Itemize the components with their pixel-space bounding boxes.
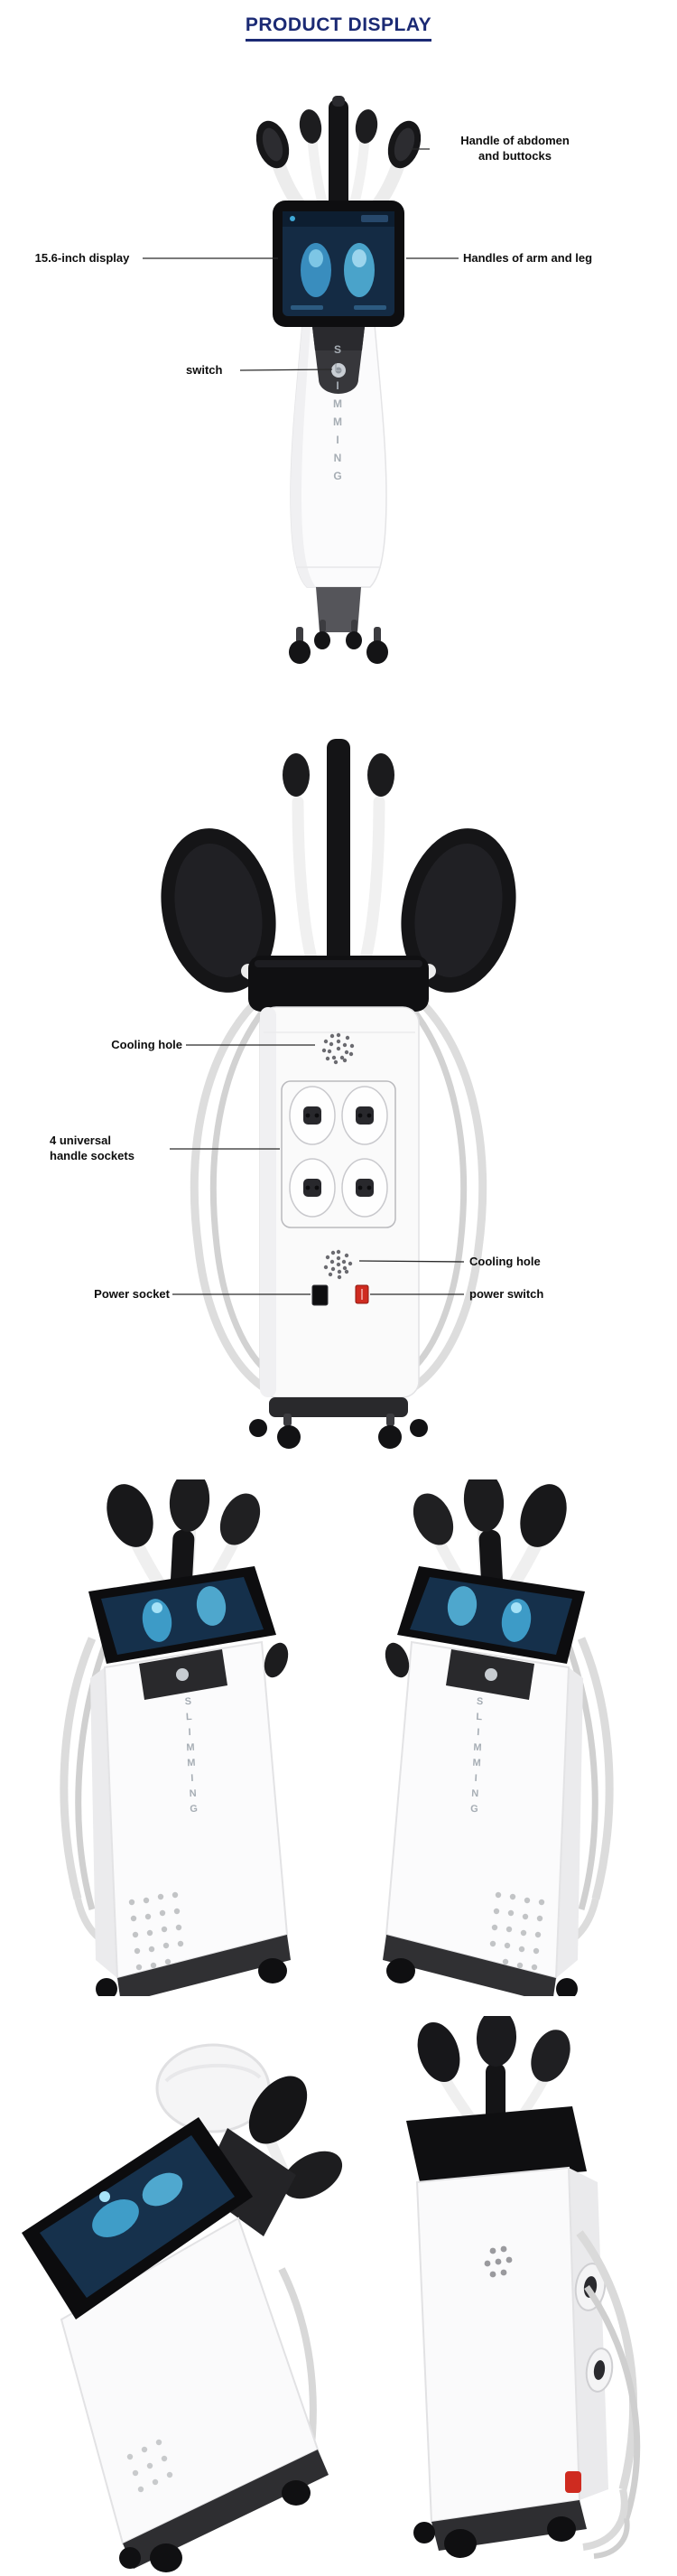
annotation-handle-sockets: 4 universal handle sockets	[50, 1134, 134, 1162]
machine-front-photo: SLIMMING	[226, 89, 451, 677]
front-view-section: SLIMMING Handle of abdomen and buttocks …	[0, 81, 677, 686]
machine-angled-left-photo: SLIMMING	[45, 1470, 327, 2029]
machine-back-angled-photo	[359, 2009, 645, 2572]
power-socket	[311, 1284, 329, 1306]
cooling-hole-top-grille	[321, 1032, 355, 1065]
machine-back-angled-illustration	[406, 2009, 641, 2559]
handle-sockets-panel	[281, 1080, 396, 1228]
annotation-display: 15.6-inch display	[34, 251, 130, 265]
machine-tilted-illustration	[22, 2043, 343, 2572]
tilted-views-section	[0, 2009, 677, 2576]
annotation-switch: switch	[186, 363, 223, 377]
annotation-handle-abdomen: Handle of abdomen and buttocks	[460, 134, 570, 163]
annotation-power-switch: power switch	[469, 1287, 544, 1301]
annotation-cooling-hole-top: Cooling hole	[111, 1038, 182, 1051]
machine-brand-text: SLIMMING	[331, 343, 344, 488]
page-title: PRODUCT DISPLAY	[245, 14, 432, 42]
power-switch	[565, 2471, 581, 2493]
machine-angled-left-illustration	[60, 1470, 291, 2029]
annotation-cooling-hole-bottom: Cooling hole	[469, 1255, 541, 1268]
machine-angled-right-photo: SLIMMING	[347, 1470, 628, 2029]
machine-back-illustration	[161, 739, 516, 1449]
page-header: PRODUCT DISPLAY	[0, 14, 677, 42]
machine-tilted-photo	[11, 2016, 345, 2572]
machine-front-illustration	[255, 96, 422, 664]
annotation-power-socket: Power socket	[94, 1287, 170, 1301]
back-view-section: Cooling hole 4 universal handle sockets …	[0, 723, 677, 1472]
cooling-hole-bottom-grille	[323, 1249, 353, 1280]
machine-angled-right-illustration	[383, 1470, 614, 2029]
angled-views-section: SLIMMING	[0, 1470, 677, 2029]
machine-back-photo	[153, 725, 524, 1452]
annotation-handles-arm-leg: Handles of arm and leg	[463, 251, 593, 265]
handle-sockets	[289, 1086, 388, 1218]
